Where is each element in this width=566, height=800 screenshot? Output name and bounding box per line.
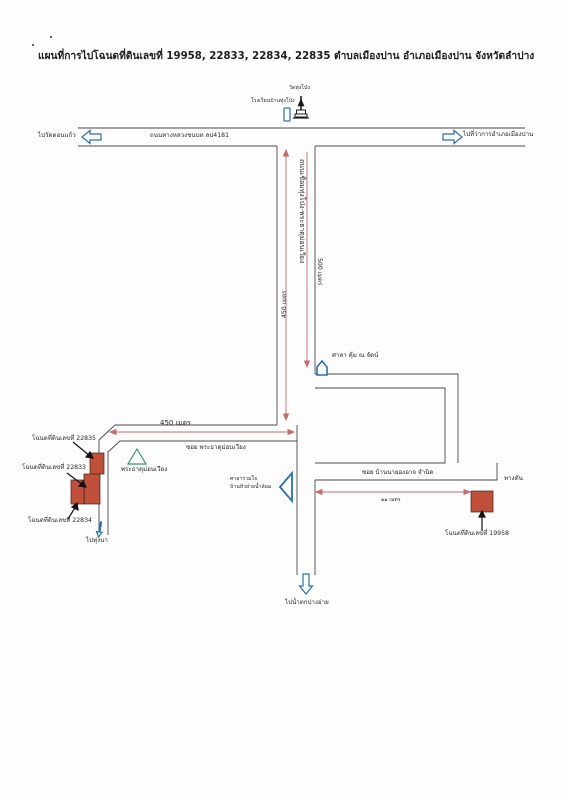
distance-left-vertical-arrow-top [282,148,290,157]
soi-phrathat-bottom-edge [107,440,277,535]
scan-dot [50,36,52,38]
west-arrow-icon [81,129,102,145]
to-east-label: ไปที่ว่าการอำเภอเมืองปาน [463,131,534,138]
sala-khum-icon [316,359,328,376]
parcel-19958-label: โฉนดที่ดินเลขที่ 19958 [445,530,509,537]
parcel-19958-shape [470,490,494,513]
road-network [78,127,525,575]
shrine-icon [126,447,148,465]
southwest-arrow-icon [95,521,104,539]
distance-right-vertical-arrow-bottom [303,360,311,369]
school-label: โรงเรียนบ้านทุ่งโป่ง [251,98,295,104]
temple-label: วัดทุ่งโป่ง [289,85,310,91]
parcel-22834-label: โฉนดที่ดินเลขที่ 22834 [28,517,92,524]
parcel-22835-label: โฉนดที่ดินเลขที่ 22835 [32,435,96,442]
temple-icon [293,96,309,119]
dead-end-label: ทางตัน [504,475,523,482]
parcel-22833-label: โฉนดที่ดินเลขที่ 22833 [22,464,86,471]
distance-horizontal-arrow-left [108,428,117,436]
soi-ban-label: ซอย บ้านนายองอาจ จำนิด [362,469,434,476]
to-southwest-label: ไปทุ่งนา [86,537,108,544]
south-arrow-icon [298,573,314,595]
vertical-road-label: ถนนเชื่อมทุ่งโป่ง-พระธาตุม่อนเวียง [298,159,306,264]
distance-soi-ban-arrow-right [463,488,472,496]
sala-khum-label: ศาลา คุ้ม ณ จัดน์ [332,352,379,359]
main-road-label: ถนนทางหลวงชนบท ลป4181 [150,132,230,139]
distance-soi-ban-arrow-left [314,488,323,496]
soi-phrathat-label: ซอย พระธาตุม่อนเวียง [186,444,246,451]
distance-left-vertical-label: 450 เมตร [281,290,288,318]
sala-ruamjai-icon [278,470,293,504]
landmark-icons [126,96,328,504]
distance-markers [108,148,472,496]
parcel-22833-shape [83,473,101,505]
sala-ruamjai-label: ศาลาร่วมใจ บ้านหัวฝายน้ำล้อม [230,476,272,491]
pointer-22835 [72,441,91,457]
scan-dot [32,44,34,46]
distance-horizontal-label: 450 เมตร [160,419,191,427]
to-south-label: ไปน้ำตกปางอ่าย [285,599,329,606]
distance-soi-ban-label: ๑๑ เมตร [381,497,401,503]
page-title: แผนที่การไปโฉนดที่ดินเลขที่ 19958, 22833… [38,51,535,62]
pointer-22833 [66,472,84,486]
school-icon [283,107,291,122]
shrine-label: พระธาตุม่อนเวียง [121,466,168,473]
east-arrow-icon [442,129,463,145]
parcel-pointers [66,441,486,531]
to-west-label: ไปวัดดอนแก้ว [38,132,76,139]
soi-ban-bottom-edge [315,463,498,481]
direction-arrows [81,129,463,595]
right-block-inner [315,387,446,464]
distance-right-vertical-label: 500 เมตร [316,258,323,286]
right-block-top [315,373,459,392]
distance-horizontal-arrow-right [287,428,296,436]
distance-left-vertical-arrow-bottom [282,413,290,422]
